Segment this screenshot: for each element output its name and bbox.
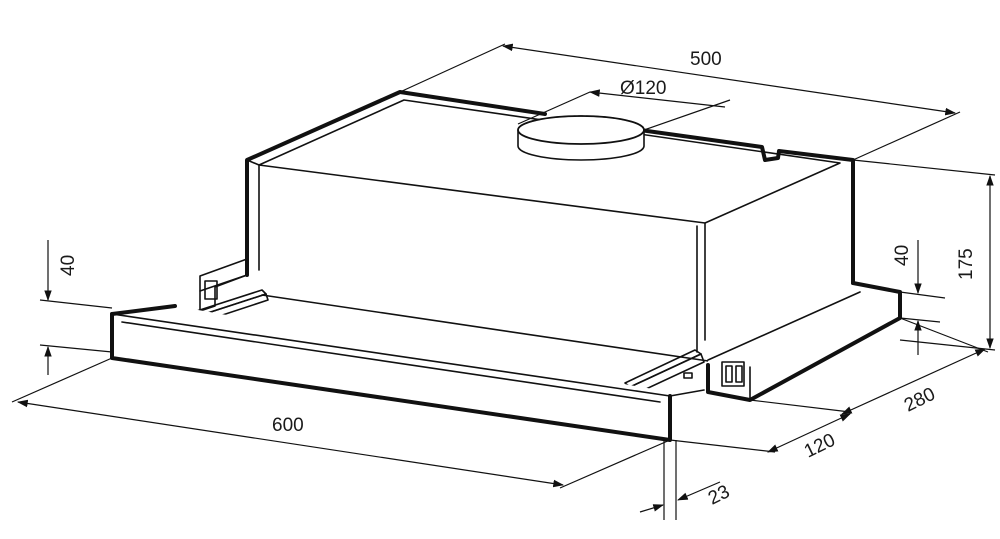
rail-right-mid (629, 353, 705, 396)
duct-collar-top (517, 115, 645, 145)
drawer-latch (683, 372, 693, 379)
drawer-slot-b (735, 365, 743, 383)
dim-line-500 (501, 43, 957, 116)
dim-line-600 (16, 399, 565, 488)
dimension-lines (11, 43, 996, 520)
visor-top-left (110, 304, 177, 316)
label-600: 600 (272, 415, 304, 436)
panel-rear-edge (261, 294, 716, 363)
drawer-slot-outer (721, 361, 745, 387)
dim-line-23 (677, 481, 721, 501)
dimension-labels: 500 Ø120 175 40 40 280 120 23 600 (58, 49, 977, 509)
hood-top-bevel (258, 99, 841, 224)
visor-outline (110, 312, 672, 442)
duct-collar-hidden-edge (517, 115, 645, 131)
label-40-right: 40 (892, 245, 913, 266)
hood-front-face (247, 160, 697, 352)
hood-bevel-left (246, 159, 260, 271)
label-280: 280 (901, 384, 939, 417)
dim-line-duct (588, 89, 726, 108)
hood-outline-left (245, 90, 547, 277)
label-500: 500 (690, 49, 722, 70)
label-175: 175 (956, 248, 977, 280)
visor-top-edge (111, 313, 705, 397)
hood-side-face (697, 160, 853, 352)
dim-line-280 (841, 348, 986, 415)
visor-inner-line (121, 321, 661, 403)
label-duct-diameter: Ø120 (620, 78, 666, 99)
drawer-housing-top (707, 291, 861, 361)
drawer-housing (708, 292, 900, 400)
duct-collar (517, 115, 645, 161)
label-23: 23 (705, 481, 733, 509)
label-40-left: 40 (58, 255, 79, 276)
bracket-left-slot (204, 280, 218, 300)
drawer-housing-outline (706, 281, 902, 402)
dim-line-120 (767, 413, 851, 453)
drawer-slot-a (725, 365, 733, 383)
rail-left-mid (179, 293, 269, 329)
duct-collar-outline (517, 129, 645, 161)
